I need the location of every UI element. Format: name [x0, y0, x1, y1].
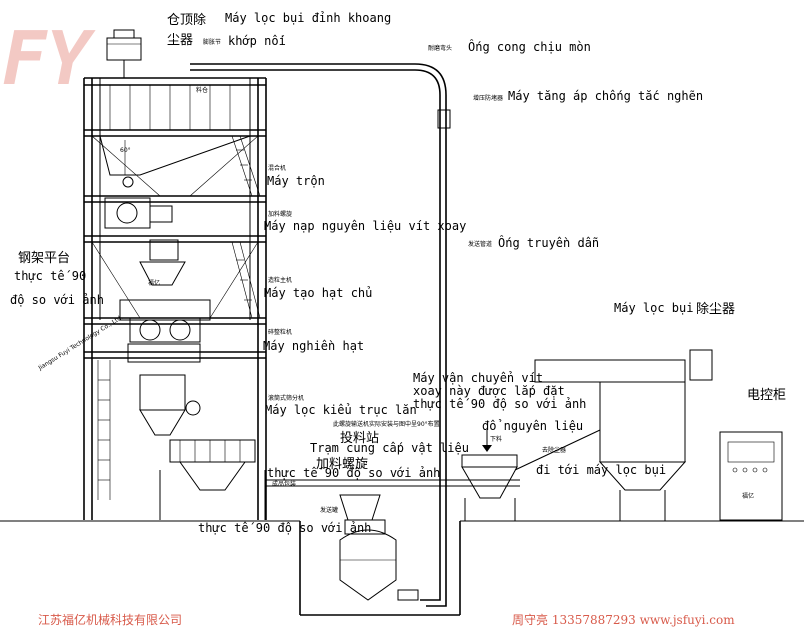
feeding-station [461, 430, 518, 521]
silo-zh: 料仓 [196, 86, 208, 94]
top-dust-collector-zh-line1: 仓顶除 [167, 13, 206, 28]
svg-text:FY: FY [2, 16, 97, 102]
angle-label: 60° [120, 147, 131, 154]
booster-zh: 增压防堵器 [473, 94, 503, 102]
to-dust-collector-zh: 去除尘器 [542, 446, 566, 454]
control-cabinet [719, 431, 783, 521]
screw-conveyor-vi-1: Máy vận chuyển vít [413, 371, 543, 385]
discharge-zh: 下料 [490, 435, 502, 443]
top-dust-collector [106, 29, 142, 78]
conveying-pipe [190, 63, 451, 607]
screw-conveyor-vi-3: thực tế 90 độ so với ảnh [413, 397, 586, 411]
silo-hopper [99, 135, 251, 188]
feeding-station-vi: Trạm cung cấp vật liệu [310, 441, 469, 455]
roller-sieve-vi: Máy lọc kiểu trục lăn [265, 403, 417, 417]
roller-sieve-zh: 滚筒式筛分机 [268, 394, 304, 402]
screw-install-note-zh: 此螺旋输送机实际安装与图中呈90°布置 [333, 420, 440, 428]
dust-filter-vi: Máy lọc bụi [614, 301, 693, 315]
note-rotated-b: độ so với ảnh [10, 293, 104, 307]
joint-vi: khớp nối [228, 34, 286, 48]
fuyi-logo: FY [2, 16, 97, 102]
screw-feeder-zh: 加料螺旋 [268, 210, 292, 218]
screw-feeder2-zh: 加料螺旋 [316, 457, 368, 472]
mixer-vi: Máy trộn [267, 174, 325, 188]
screw-feeder-vi: Máy nạp nguyên liệu vít xoay [264, 219, 466, 233]
mixer-zh: 混合机 [268, 164, 286, 172]
note-rotated-c: thực tế 90 độ so với ảnh [267, 466, 440, 480]
granulator-vi: Máy tạo hạt chủ [264, 286, 372, 300]
fuyi-small-2: 福亿 [742, 492, 754, 500]
feeding-screw-line [265, 479, 520, 521]
control-cabinet-zh: 电控柜 [747, 388, 786, 403]
to-dust-collector-vi: đi tới máy lọc bụi [536, 463, 666, 477]
top-dust-collector-vi: Máy lọc bụi đỉnh khoang [225, 11, 391, 25]
steel-platform-structure [83, 77, 267, 520]
roller-sieve [159, 439, 266, 520]
fuyi-small-1: 福亿 [148, 279, 160, 287]
pour-material-vi: đổ nguyên liệu [482, 419, 583, 433]
send-tank-pit [299, 521, 461, 616]
screw-conveyor-vi-2: xoay này được lắp đặt [413, 384, 565, 398]
conveying-pipe-vi: Ống truyền dẫn [498, 235, 599, 250]
watermark-text: Jiangsu Fuyi Technology Co., Ltd. [37, 314, 125, 372]
product-hopper [139, 374, 201, 436]
crusher-zh: 碎整粒机 [268, 328, 292, 336]
footer-contact: 周守亮 13357887293 www.jsfuyi.com [512, 612, 735, 627]
wear-elbow-zh: 耐磨弯头 [428, 44, 452, 52]
note-rotated-d: thực tế 90 độ so với ảnh [198, 521, 371, 535]
joint-zh: 膨胀节 [203, 38, 221, 46]
booster-vi: Máy tăng áp chống tắc nghẽn [508, 89, 703, 103]
mixer-machine [104, 197, 173, 229]
send-tank-zh: 发送罐 [320, 506, 338, 514]
crusher-machine [127, 343, 201, 363]
conveying-pipe-zh: 发送管道 [468, 240, 492, 248]
footer-company: 江苏福亿机械科技有限公司 [38, 612, 182, 627]
screw-feeder [139, 239, 186, 286]
send-tank [339, 519, 419, 601]
dust-filter-zh: 除尘器 [696, 302, 735, 317]
granulator-zh: 造粒主机 [268, 276, 292, 284]
granulator-main [119, 299, 211, 343]
steel-platform-zh: 钢架平台 [18, 251, 70, 266]
finished-silo-zh: 成品包装 [272, 480, 296, 488]
dust-filter [514, 349, 713, 521]
note-rotated-a: thực tế 90 [14, 269, 86, 283]
crusher-vi: Máy nghiền hạt [263, 339, 364, 353]
feeding-station-zh: 投料站 [340, 430, 379, 446]
top-dust-collector-zh-line2: 尘器 [167, 33, 193, 48]
wear-elbow-vi: Ống cong chịu mòn [468, 39, 591, 54]
